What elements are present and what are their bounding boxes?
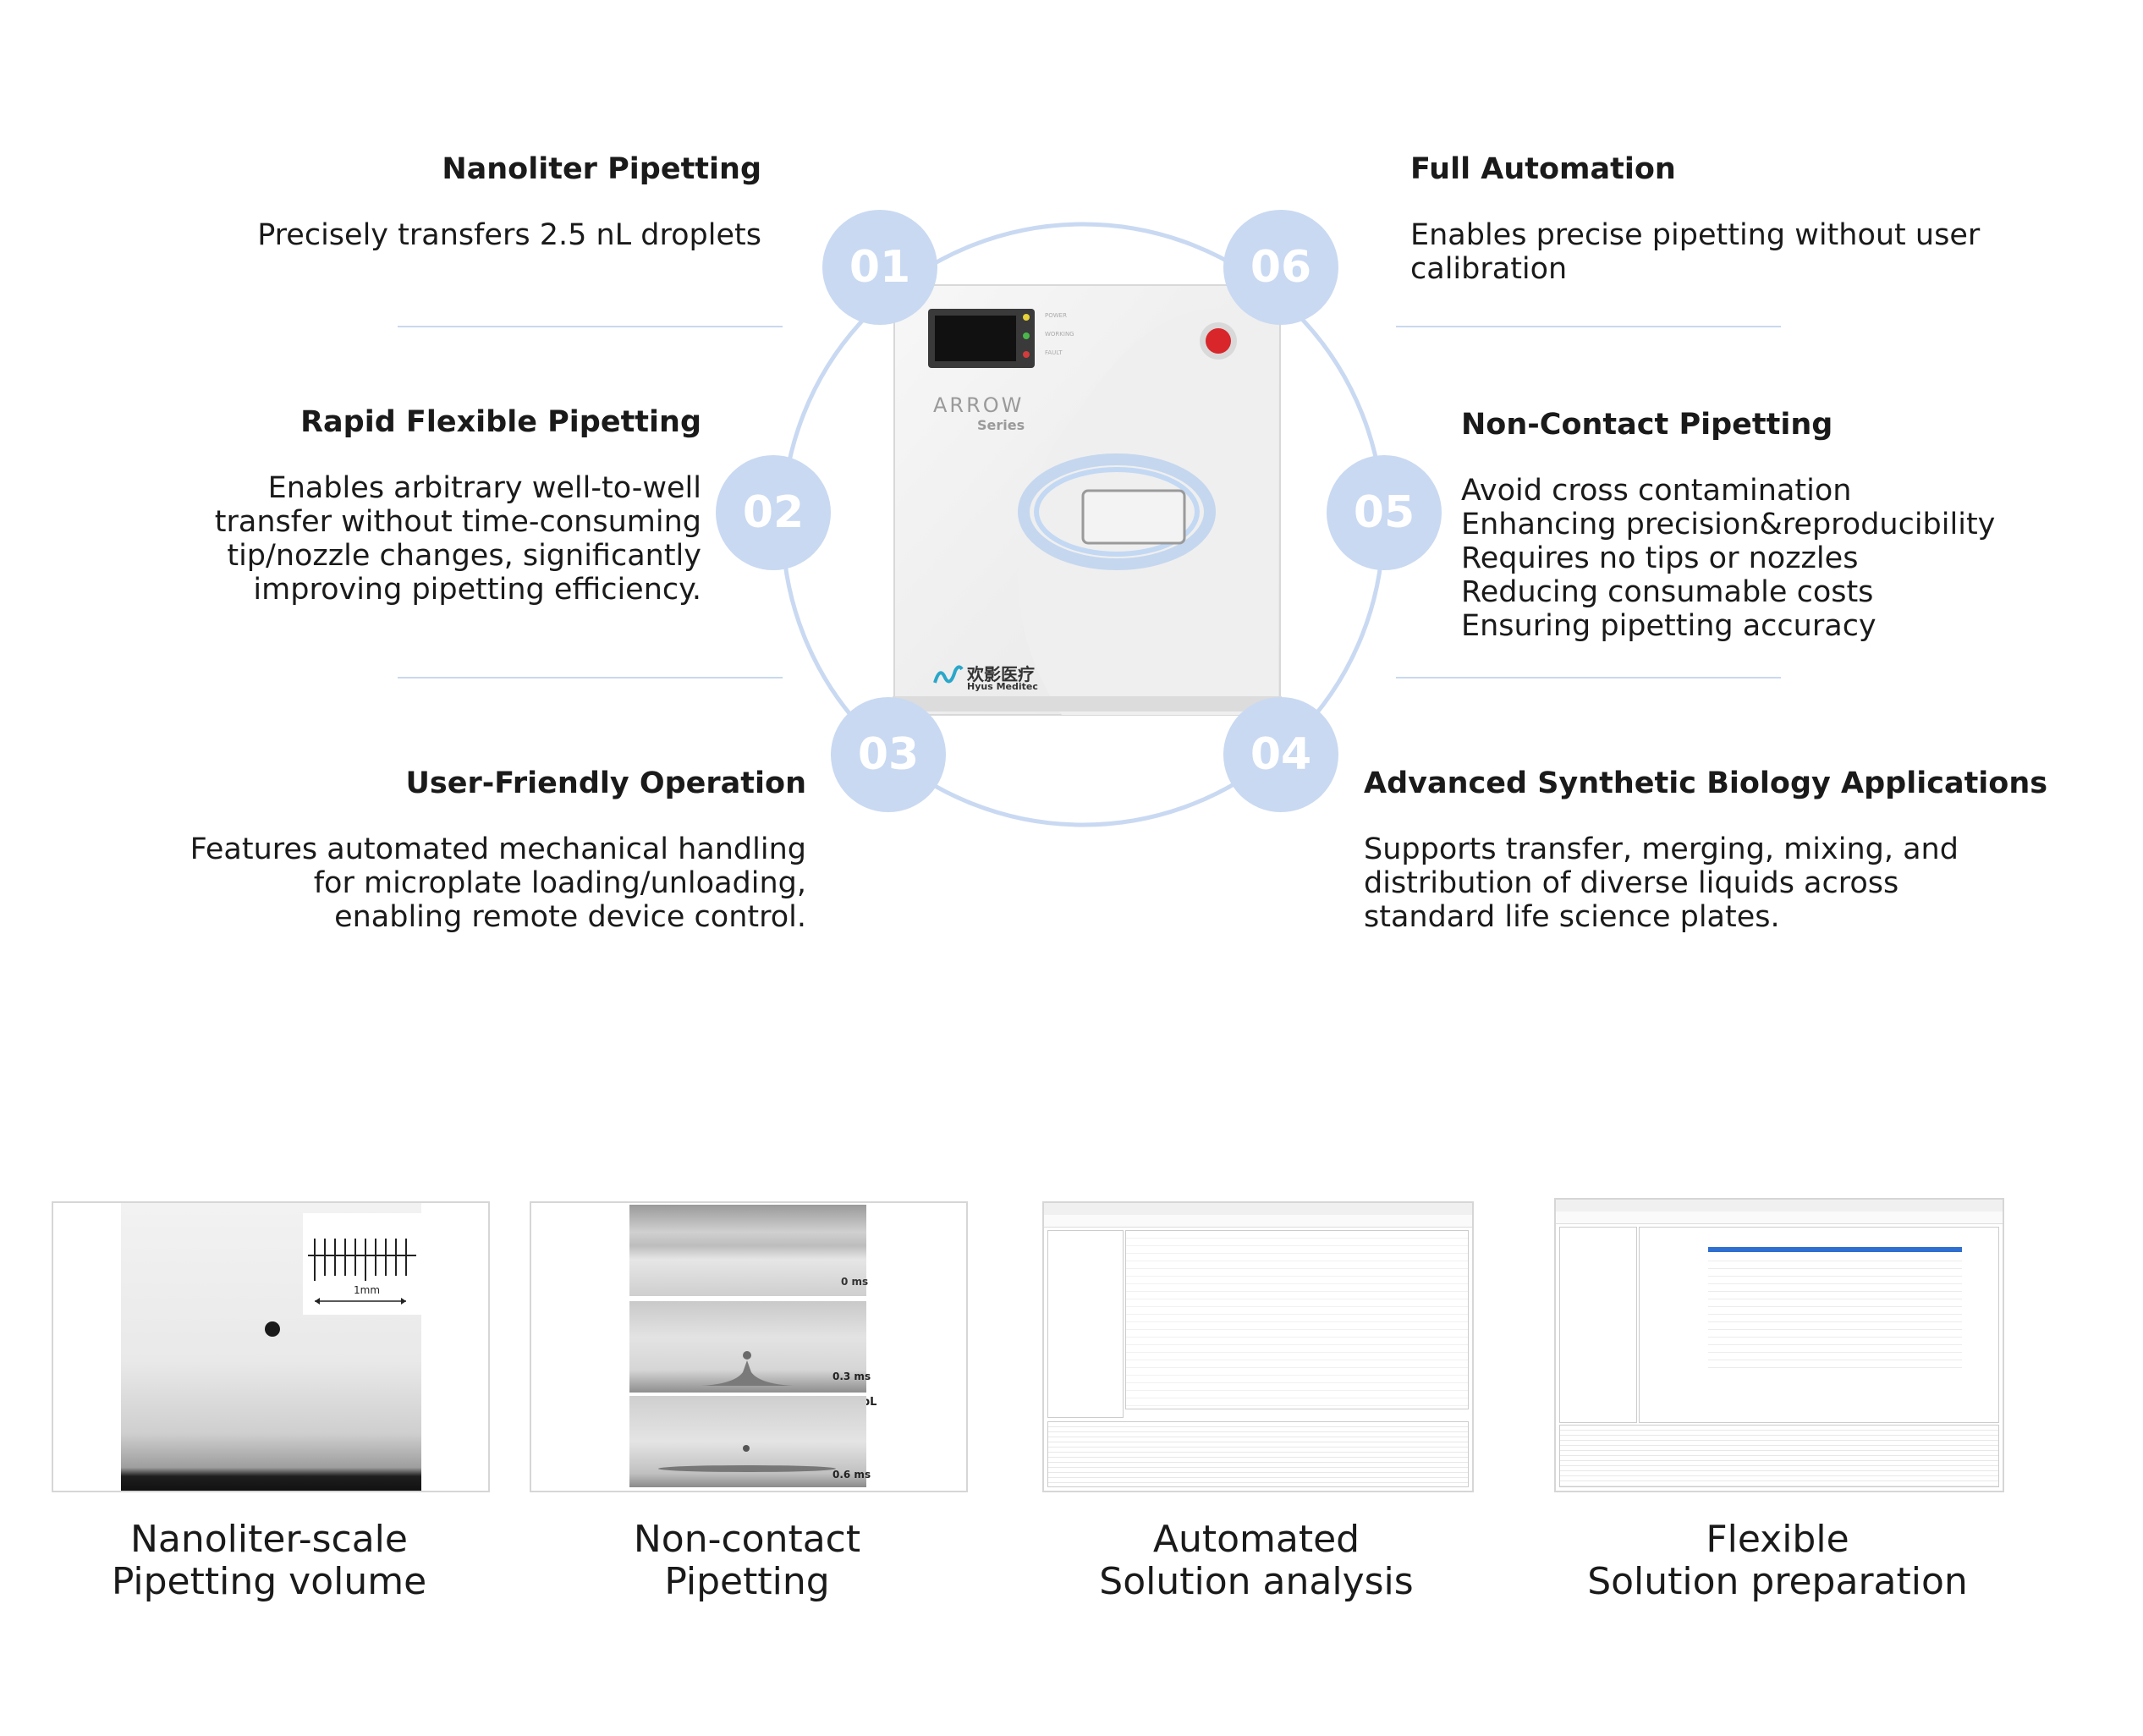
feature-02: Rapid Flexible Pipetting Enables arbitra… [215, 404, 701, 607]
badge-04: 04 [1223, 697, 1338, 812]
droplet-jet-icon [701, 1351, 794, 1386]
feature-06: Full Automation Enables precise pipettin… [1410, 151, 1980, 286]
feature-01: Nanoliter Pipetting Precisely transfers … [257, 151, 761, 252]
badge-05: 05 [1327, 455, 1442, 570]
frame-0ms [629, 1205, 866, 1296]
divider-right-bottom [1396, 677, 1781, 678]
feature-03-title: User-Friendly Operation [405, 766, 806, 800]
caption-line: Nanoliter-scale [130, 1518, 408, 1561]
caption-line: Automated [1152, 1518, 1360, 1561]
feature-05-line: Ensuring pipetting accuracy [1461, 609, 1876, 643]
feature-03: User-Friendly Operation Features automat… [190, 765, 806, 934]
feature-04-title: Advanced Synthetic Biology Applications [1364, 766, 2048, 800]
caption-flexible: Flexible Solution preparation [1554, 1519, 2001, 1603]
feature-02-line: tip/nozzle changes, significantly [227, 539, 701, 573]
caption-line: Solution preparation [1587, 1560, 1968, 1603]
caption-line: Solution analysis [1099, 1560, 1414, 1603]
thumb-software-preparation [1554, 1198, 2004, 1492]
droplet [265, 1321, 280, 1337]
badge-01: 01 [822, 210, 937, 325]
thumb-software-analysis [1042, 1201, 1474, 1492]
feature-05-title: Non-Contact Pipetting [1461, 408, 1833, 442]
caption-line: Non-contact [633, 1518, 861, 1561]
feature-05: Non-Contact Pipetting Avoid cross contam… [1461, 406, 1995, 643]
feature-05-line: Enhancing precision&reproducibility [1461, 508, 1996, 541]
feature-04-line: Supports transfer, merging, mixing, and [1364, 832, 1959, 866]
caption-line: Pipetting [664, 1560, 830, 1603]
device-series: Series [977, 417, 1025, 433]
feature-04-line: distribution of diverse liquids across [1364, 866, 1899, 900]
feature-06-title: Full Automation [1410, 152, 1676, 186]
feature-06-line: Enables precise pipetting without user [1410, 218, 1981, 252]
device-indicator-working: WORKING [1045, 331, 1074, 338]
scale-bar-icon [303, 1213, 421, 1315]
feature-06-line: calibration [1410, 252, 1568, 286]
device-logo-en: Hyus Meditec [967, 681, 1038, 692]
device-image: ARROW Series POWER WORKING FAULT 欢影医疗 Hy… [893, 283, 1282, 723]
divider-left-top [398, 326, 783, 327]
droplet-small [743, 1445, 750, 1452]
device-indicator-fault: FAULT [1045, 349, 1063, 356]
frame-0ms-label: 0 ms [841, 1276, 869, 1288]
badge-06: 06 [1223, 210, 1338, 325]
device-brand: ARROW [933, 393, 1025, 417]
feature-03-line: for microplate loading/unloading, [313, 866, 806, 900]
device-logo-cn: 欢影医疗 [967, 664, 1035, 684]
feature-04-line: standard life science plates. [1364, 900, 1780, 934]
brand-logo-icon [933, 665, 964, 684]
feature-02-line: Enables arbitrary well-to-well [267, 471, 701, 505]
feature-04: Advanced Synthetic Biology Applications … [1364, 765, 2047, 934]
badge-02: 02 [716, 455, 831, 570]
frame-03ms-label: 0.3 ms [832, 1371, 871, 1382]
feature-05-line: Reducing consumable costs [1461, 575, 1874, 609]
caption-automated: Automated Solution analysis [1042, 1519, 1470, 1603]
caption-line: Pipetting volume [111, 1560, 427, 1603]
feature-01-line: Precisely transfers 2.5 nL droplets [257, 218, 761, 252]
frame-06ms-label: 0.6 ms [832, 1469, 871, 1481]
thumb-non-contact-frames: 0 ms 0.3 ms V: 101 pL 0.6 ms [530, 1201, 968, 1492]
divider-left-bottom [398, 677, 783, 678]
frame-06ms [629, 1396, 866, 1487]
badge-03: 03 [831, 697, 946, 812]
feature-03-line: enabling remote device control. [334, 900, 806, 934]
feature-01-title: Nanoliter Pipetting [442, 152, 761, 186]
scale-label: 1mm [351, 1284, 383, 1296]
feature-05-line: Avoid cross contamination [1461, 474, 1852, 508]
caption-non-contact: Non-contact Pipetting [530, 1519, 964, 1603]
caption-line: Flexible [1706, 1518, 1849, 1561]
device-indicator-power: POWER [1045, 312, 1067, 319]
caption-nanoliter: Nanoliter-scale Pipetting volume [52, 1519, 486, 1603]
feature-05-line: Requires no tips or nozzles [1461, 541, 1859, 575]
feature-02-line: transfer without time-consuming [214, 505, 701, 539]
feature-02-title: Rapid Flexible Pipetting [300, 405, 701, 439]
divider-right-top [1396, 326, 1781, 327]
feature-03-line: Features automated mechanical handling [190, 832, 806, 866]
feature-02-line: improving pipetting efficiency. [253, 573, 701, 607]
thumb-droplet-scale: 1mm [52, 1201, 490, 1492]
